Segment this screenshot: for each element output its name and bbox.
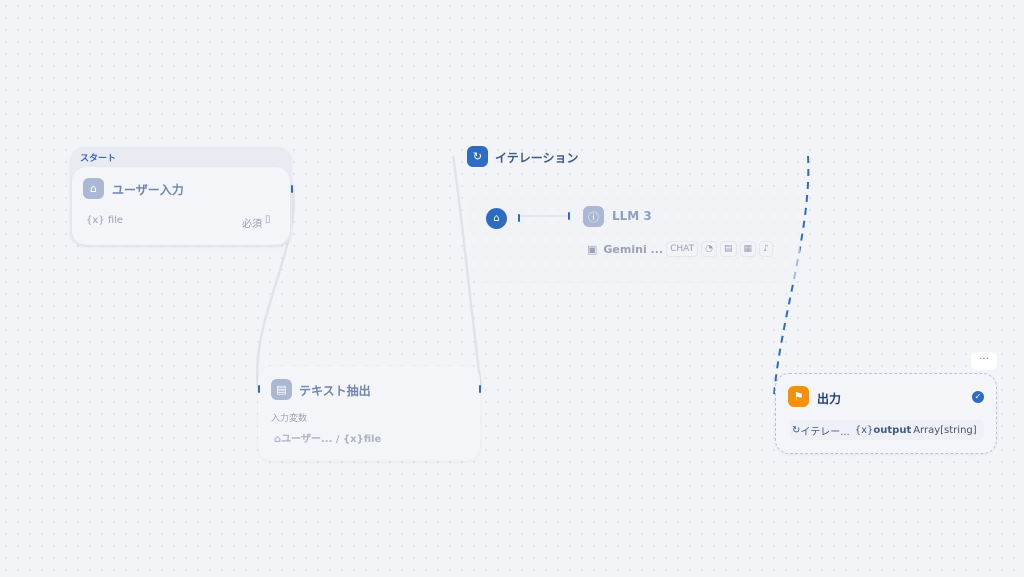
input-variable-label: 入力変数 [271, 414, 308, 424]
model-icon: ▣ [587, 242, 598, 256]
required-label: 必須 [242, 219, 262, 230]
text-extract-node[interactable]: ▤ テキスト抽出 入力変数 ⌂ユーザー... / {x}file [258, 366, 481, 461]
variable-icon: {x} [854, 424, 874, 436]
model-name: Gemini ... [603, 242, 664, 256]
video-icon: ▦ [739, 241, 757, 257]
check-icon: ✓ [972, 391, 984, 403]
home-icon: ⌂ [83, 178, 104, 199]
document-icon: ▤ [719, 241, 737, 257]
loop-icon: ↻ [792, 424, 801, 436]
file-icon: ▯ [265, 214, 271, 225]
variable-row: {x} file [86, 215, 123, 226]
document-extract-icon: ▤ [271, 379, 292, 400]
input-handle[interactable] [258, 385, 260, 393]
iteration-node[interactable]: ↻ イテレーション ⌂ ⓘ LLM 3 ▣ Gemini ... CHAT ◔ … [455, 140, 810, 285]
edge-start-to-extract [255, 187, 295, 389]
variable-ref: ⌂ユーザー... / {x}file [274, 434, 382, 445]
output-title: 出力 [817, 392, 842, 406]
model-row: ▣ Gemini ... CHAT ◔ ▤ ▦ ♪ [587, 241, 773, 257]
iteration-start-icon[interactable]: ⌂ [486, 208, 507, 229]
variable-source: ユーザー... [281, 434, 333, 445]
vision-icon: ◔ [701, 241, 717, 257]
variable-source: イテレー... [800, 426, 850, 438]
start-node[interactable]: スタート ⌂ ユーザー入力 {x} file 必須 ▯ [70, 147, 293, 246]
edge-extract-to-iteration [451, 155, 483, 389]
output-handle[interactable] [291, 185, 293, 193]
llm-node[interactable]: ⓘ LLM 3 ▣ Gemini ... CHAT ◔ ▤ ▦ ♪ [582, 196, 782, 276]
iteration-canvas: ⌂ ⓘ LLM 3 ▣ Gemini ... CHAT ◔ ▤ ▦ ♪ [470, 188, 800, 283]
loop-icon: ↻ [467, 146, 488, 167]
output-handle[interactable] [479, 385, 481, 393]
variable-name: {x}file [343, 434, 382, 445]
start-node-title: ユーザー入力 [112, 183, 184, 197]
more-button[interactable]: ··· [971, 352, 997, 370]
llm-icon: ⓘ [583, 206, 604, 227]
llm-title: LLM 3 [612, 209, 652, 223]
variable-type: Array[string] [913, 424, 977, 436]
handle[interactable] [568, 212, 570, 220]
output-node[interactable]: ⚑ 出力 ✓ ↻ イテレー... {x} output Array[string… [775, 373, 997, 454]
variable-icon: {x} [86, 215, 105, 226]
output-icon: ⚑ [788, 386, 809, 407]
variable-name: output [873, 424, 912, 436]
output-variable-row: ↻ イテレー... {x} output Array[string] [790, 420, 984, 440]
handle[interactable] [518, 214, 520, 222]
extract-title: テキスト抽出 [299, 384, 371, 398]
mode-tag: CHAT [666, 241, 699, 257]
audio-icon: ♪ [759, 241, 773, 257]
variable-name: file [107, 215, 124, 226]
start-node-header: スタート [80, 154, 117, 164]
iteration-title: イテレーション [495, 151, 579, 165]
